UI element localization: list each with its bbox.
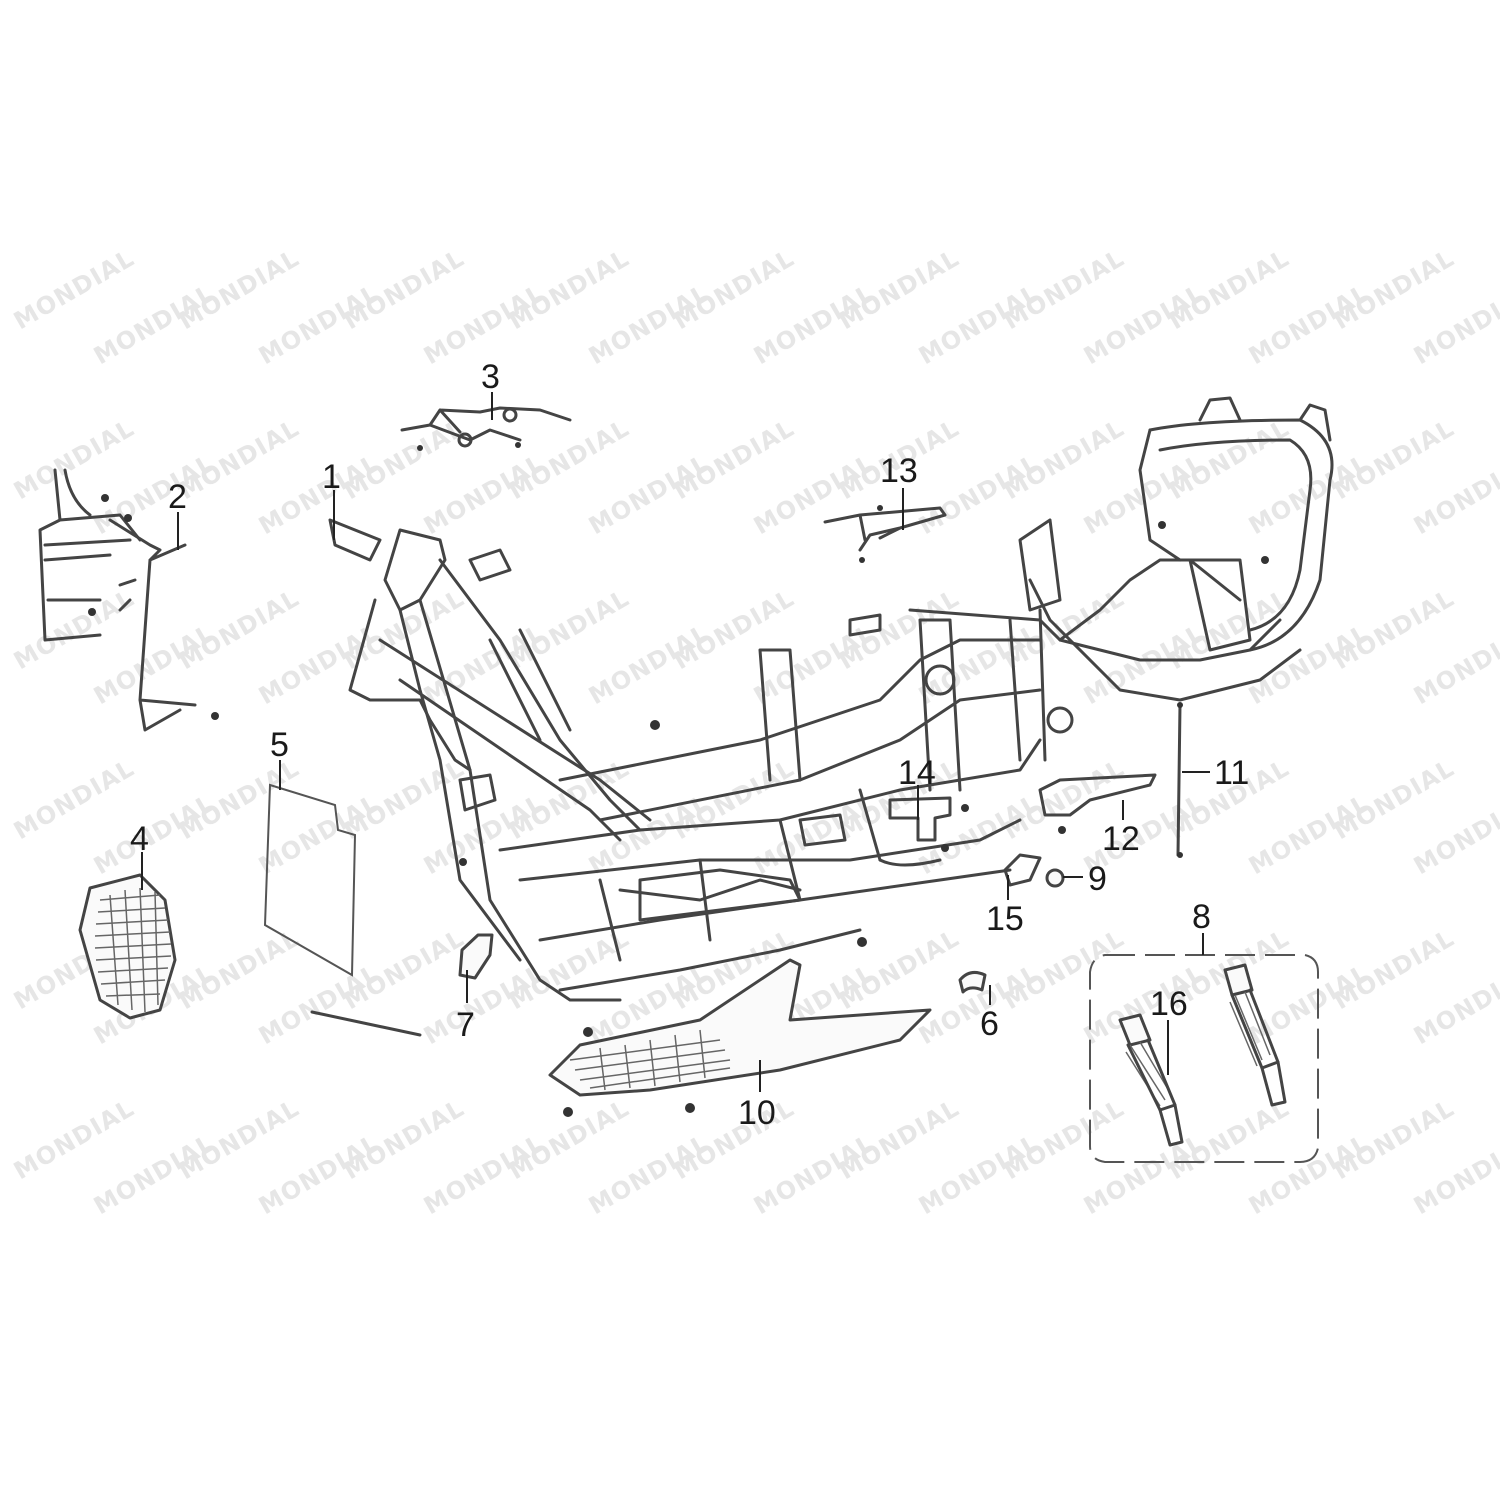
- callout-12: 12: [1102, 820, 1140, 858]
- front-bracket-part: [38, 468, 219, 732]
- shock-absorber-box-8: [1089, 954, 1319, 1163]
- watermark-text: MONDIAL: [9, 414, 139, 505]
- shock-absorber-16-right: [1223, 963, 1287, 1107]
- watermark-text: MONDIAL: [9, 584, 139, 675]
- clip-7-part: [458, 933, 494, 980]
- watermark-text: MONDIAL: [1409, 449, 1500, 540]
- long-rod-part: [310, 1010, 422, 1037]
- callout-4: 4: [130, 820, 149, 858]
- main-frame-part: [328, 396, 1334, 1002]
- watermark-text: MONDIAL: [9, 244, 139, 335]
- callout-6: 6: [980, 1005, 999, 1043]
- watermark-text: MONDIAL: [1409, 1129, 1500, 1220]
- watermark-text: MONDIAL: [9, 754, 139, 845]
- callout-13: 13: [880, 452, 918, 490]
- floor-panel-10-part: [548, 958, 932, 1117]
- callout-3: 3: [481, 358, 500, 396]
- callout-1: 1: [322, 458, 341, 496]
- bracket-13-part: [823, 505, 947, 563]
- bracket-14-part: [888, 796, 969, 852]
- rod-11-part: [1176, 702, 1183, 858]
- leader-lines: [141, 392, 1210, 1092]
- callout-labels: 1 2 3 4 5 6 7 8 9 10 11 12 13 14 15 16: [130, 358, 1249, 1132]
- callout-14: 14: [898, 754, 936, 792]
- watermark-text: MONDIAL: [1409, 959, 1500, 1050]
- callout-15: 15: [986, 900, 1024, 938]
- callout-9: 9: [1088, 860, 1107, 898]
- nut-9-part: [1045, 868, 1065, 888]
- shock-absorber-16-left: [1118, 1013, 1184, 1147]
- watermark-text: MONDIAL: [1409, 279, 1500, 370]
- callout-8: 8: [1192, 898, 1211, 936]
- callout-2: 2: [168, 478, 187, 516]
- cover-panel-5-part: [263, 783, 357, 977]
- callout-11: 11: [1214, 754, 1249, 792]
- callout-7: 7: [456, 1006, 475, 1044]
- bracket-12-part: [1038, 773, 1157, 834]
- watermark-text: MONDIAL: [1409, 789, 1500, 880]
- callout-10: 10: [738, 1094, 776, 1132]
- radiator-grille-4-part: [78, 873, 177, 1020]
- callout-16: 16: [1150, 985, 1188, 1023]
- watermark-text: MONDIAL: [1409, 619, 1500, 710]
- upper-bracket-part: [400, 406, 572, 451]
- clip-6-part: [958, 970, 987, 994]
- watermark-text: MONDIAL: [9, 1094, 139, 1185]
- clip-15-part: [1003, 853, 1042, 887]
- callout-5: 5: [270, 726, 289, 764]
